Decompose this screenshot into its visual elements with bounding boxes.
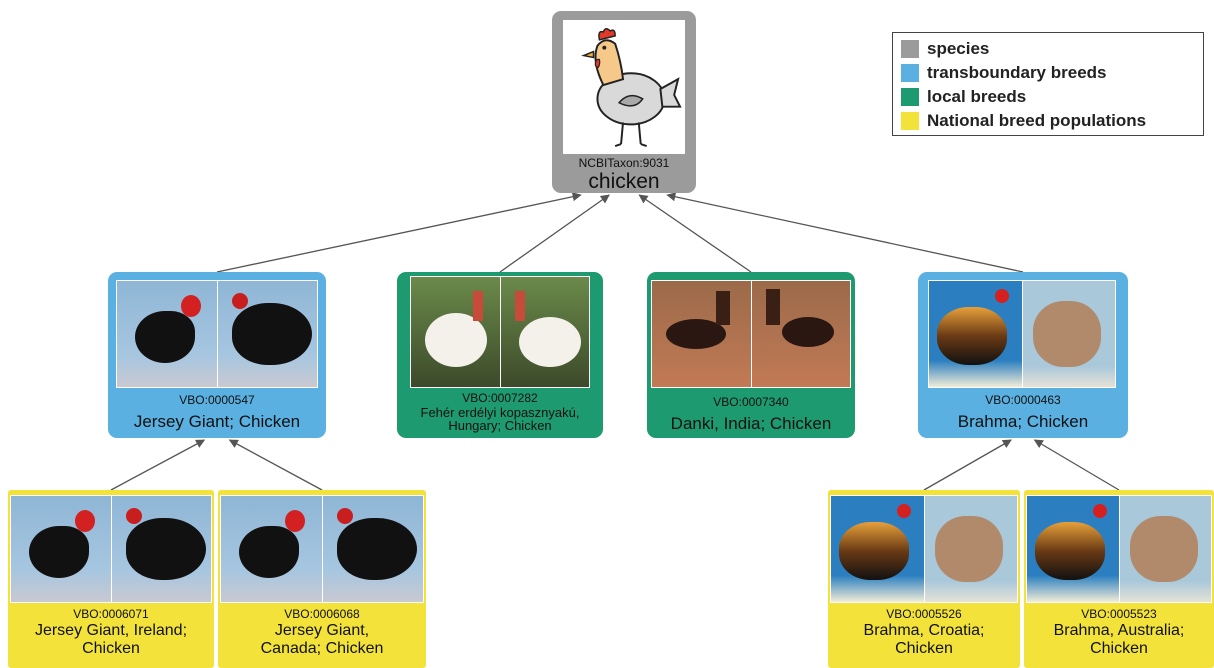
photo-black-hen	[117, 281, 218, 387]
node-id: VBO:0007282	[462, 391, 538, 405]
node-id: VBO:0000463	[985, 393, 1061, 407]
node-label: Jersey Giant; Chicken	[133, 412, 301, 431]
node-id: VBO:0000547	[179, 393, 255, 407]
photo-black-hen	[322, 496, 423, 602]
node-photos	[830, 495, 1018, 603]
node-photos	[410, 276, 590, 388]
legend-label: species	[927, 39, 990, 58]
edge-jersey_ireland-to-jersey	[110, 439, 206, 491]
node-id: NCBITaxon:9031	[578, 156, 670, 170]
node-image	[563, 20, 685, 154]
chicken-cartoon-icon	[564, 22, 684, 154]
node-jersey-giant-canada[interactable]: VBO:0006068 Jersey Giant, Canada; Chicke…	[218, 490, 426, 668]
legend-label: transboundary breeds	[927, 63, 1107, 82]
node-id: VBO:0006068	[284, 607, 360, 621]
edge-jersey-to-species	[216, 192, 582, 273]
photo-black-hen	[11, 496, 112, 602]
node-photos	[651, 280, 851, 388]
photo-brahma-rooster	[929, 281, 1023, 387]
edge-brahma_croatia-to-brahma	[923, 439, 1012, 491]
node-danki[interactable]: VBO:0007340 Danki, India; Chicken	[647, 272, 855, 438]
node-photos	[10, 495, 212, 603]
photo-brahma-hen	[1119, 496, 1211, 602]
node-label: Jersey Giant, Canada; Chicken	[260, 622, 384, 657]
photo-white-naked-neck-chicken	[411, 277, 501, 387]
node-label: Jersey Giant, Ireland; Chicken	[34, 622, 188, 657]
node-photos	[220, 495, 424, 603]
photo-brahma-rooster	[1027, 496, 1120, 602]
legend-swatch	[901, 88, 919, 106]
legend: species transboundary breeds local breed…	[892, 32, 1204, 136]
photo-brahma-rooster	[831, 496, 925, 602]
legend-item: local breeds	[901, 85, 1195, 109]
node-label: Fehér erdélyi kopasznyakú, Hungary; Chic…	[420, 405, 580, 433]
node-photos	[116, 280, 318, 388]
edge-feher-to-species	[499, 194, 610, 273]
node-jersey-giant[interactable]: VBO:0000547 Jersey Giant; Chicken	[108, 272, 326, 438]
edge-jersey_canada-to-jersey	[228, 439, 323, 491]
node-id: VBO:0007340	[713, 395, 789, 409]
node-label: Brahma, Croatia; Chicken	[863, 622, 985, 657]
node-brahma-croatia[interactable]: VBO:0005526 Brahma, Croatia; Chicken	[828, 490, 1020, 668]
node-label: Brahma; Chicken	[957, 412, 1089, 431]
edge-danki-to-species	[638, 194, 752, 273]
node-label: chicken	[588, 170, 660, 193]
legend-item: transboundary breeds	[901, 61, 1195, 85]
legend-label: local breeds	[927, 87, 1027, 106]
node-brahma-australia[interactable]: VBO:0005523 Brahma, Australia; Chicken	[1024, 490, 1214, 668]
edge-brahma_australia-to-brahma	[1033, 439, 1120, 491]
node-jersey-giant-ireland[interactable]: VBO:0006071 Jersey Giant, Ireland; Chick…	[8, 490, 214, 668]
node-species[interactable]: NCBITaxon:9031 chicken	[552, 11, 696, 193]
node-label: Danki, India; Chicken	[670, 414, 832, 433]
legend-swatch	[901, 40, 919, 58]
photo-white-naked-neck-chicken	[500, 277, 589, 387]
legend-label: National breed populations	[927, 111, 1147, 130]
photo-brahma-hen	[924, 496, 1017, 602]
photo-black-hen	[221, 496, 323, 602]
node-id: VBO:0006071	[73, 607, 149, 621]
legend-swatch	[901, 112, 919, 130]
legend-item: National breed populations	[901, 109, 1195, 133]
node-id: VBO:0005523	[1081, 607, 1157, 621]
edge-brahma-to-species	[666, 192, 1024, 273]
photo-black-hen	[111, 496, 211, 602]
node-label: Brahma, Australia; Chicken	[1053, 622, 1185, 657]
node-photos	[1026, 495, 1212, 603]
photo-game-rooster	[751, 281, 850, 387]
legend-swatch	[901, 64, 919, 82]
photo-brahma-hen	[1022, 281, 1115, 387]
node-photos	[928, 280, 1116, 388]
node-id: VBO:0005526	[886, 607, 962, 621]
photo-game-rooster	[652, 281, 752, 387]
node-brahma[interactable]: VBO:0000463 Brahma; Chicken	[918, 272, 1128, 438]
photo-black-hen	[217, 281, 317, 387]
legend-item: species	[901, 37, 1195, 61]
node-feher-erdelyi[interactable]: VBO:0007282 Fehér erdélyi kopasznyakú, H…	[397, 272, 603, 438]
